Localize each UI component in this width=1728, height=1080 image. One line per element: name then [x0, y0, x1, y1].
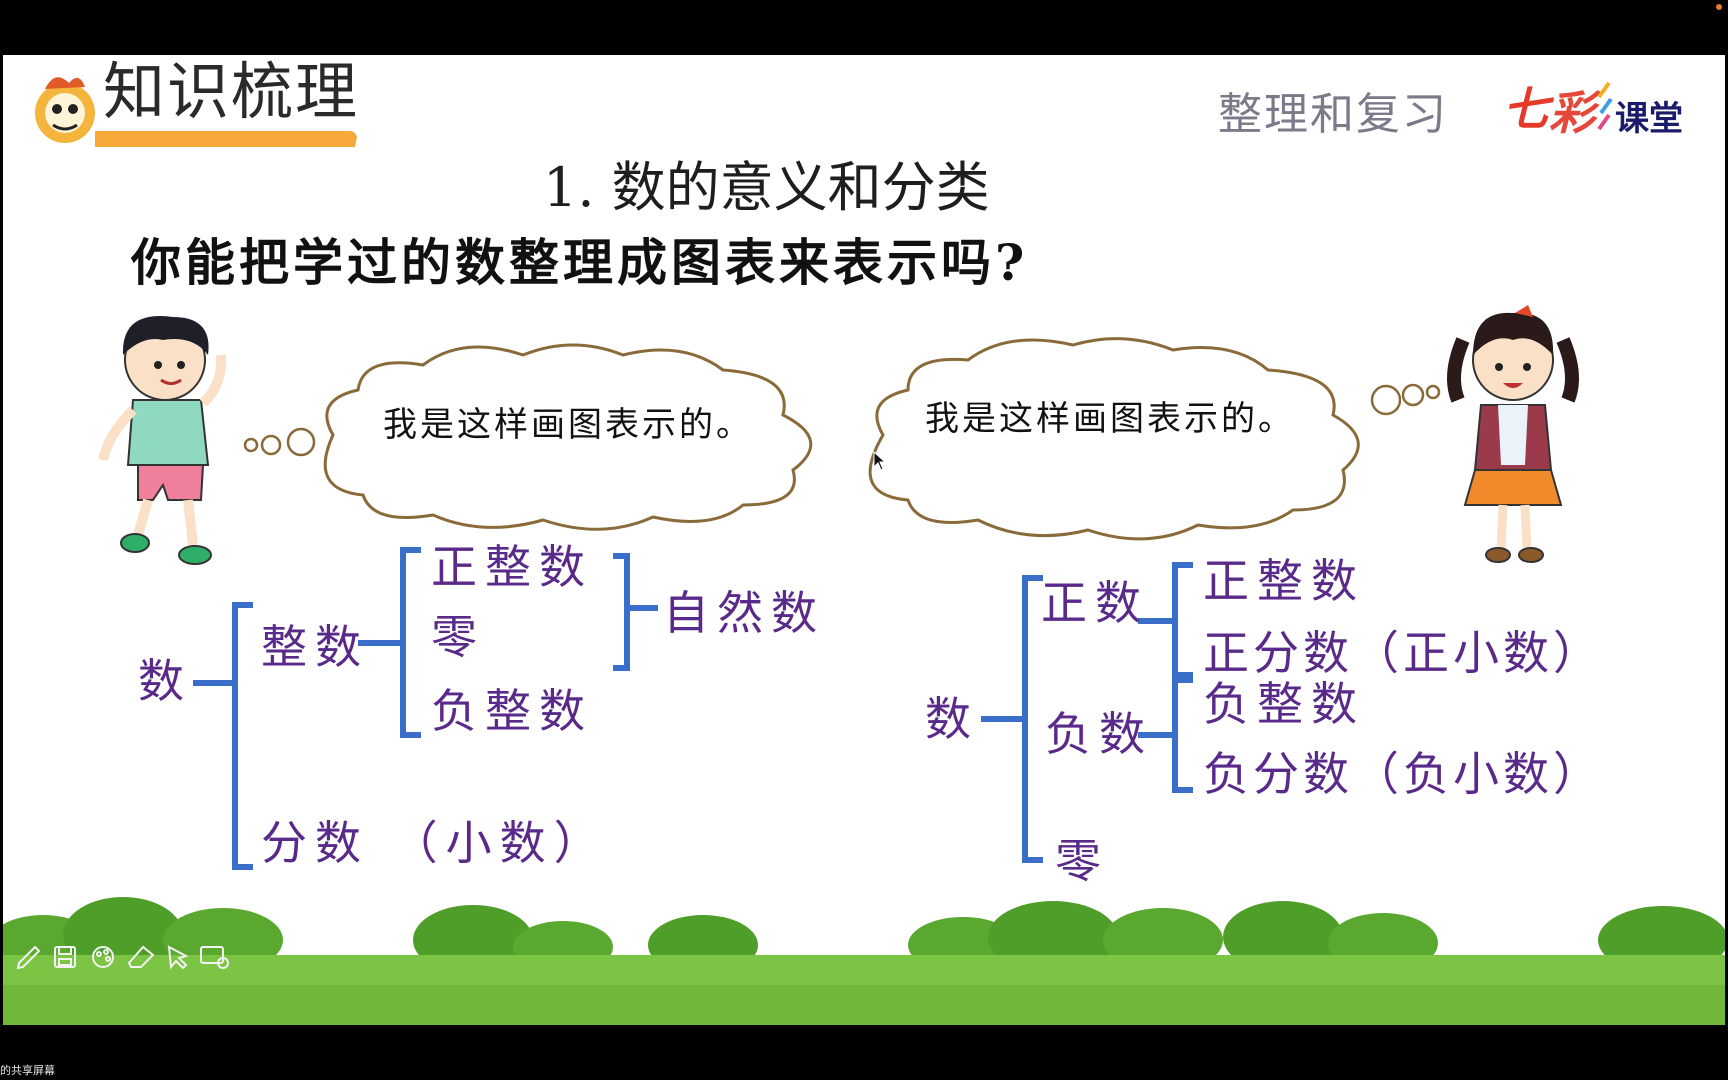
presentation-slide: 知识梳理 整理和复习 七 彩 课堂 1. 数的意义和分类 你能把学过的数整理成图…	[3, 55, 1725, 1025]
share-label: 的共享屏幕	[0, 1064, 55, 1077]
knowledge-badge-title: 知识梳理	[103, 55, 360, 128]
review-label: 整理和复习	[1218, 89, 1448, 140]
negative-integers-label: 负整数	[431, 684, 593, 738]
annotation-toolbar	[16, 945, 229, 970]
right-positive-integers-label: 正整数	[1203, 554, 1365, 608]
right-zero-label: 零	[1055, 834, 1109, 888]
slide-graphics	[3, 305, 1725, 1025]
right-cloud-text: 我是这样画图表示的。	[925, 399, 1295, 439]
save-icon[interactable]	[54, 946, 76, 968]
left-cloud-text: 我是这样画图表示的。	[383, 405, 753, 445]
eraser-icon[interactable]	[127, 945, 155, 968]
palette-icon[interactable]	[92, 946, 114, 968]
fractions-label: 分数 （小数）	[261, 816, 608, 870]
grass-border	[3, 897, 1725, 1025]
negative-label: 负数	[1045, 707, 1153, 761]
section-title: 1. 数的意义和分类	[543, 156, 990, 219]
right-thought-cloud	[868, 337, 1360, 541]
left-thought-cloud	[323, 343, 813, 531]
logo-stripes-icon	[1597, 81, 1613, 131]
left-root-label: 数	[138, 654, 192, 708]
logo-char-2: 彩	[1549, 86, 1595, 140]
zero-label: 零	[431, 610, 485, 664]
bottom-bar: 的共享屏幕	[0, 1025, 1728, 1080]
boy-illustration	[98, 316, 227, 565]
negative-fractions-label: 负分数（负小数）	[1203, 747, 1603, 801]
recording-indicator	[1716, 4, 1722, 10]
positive-fractions-label: 正分数（正小数）	[1203, 626, 1603, 680]
integers-label: 整数	[261, 620, 369, 674]
girl-illustration	[1447, 305, 1579, 563]
natural-numbers-label: 自然数	[663, 586, 825, 640]
logo-char-1: 七	[1503, 82, 1549, 136]
screen-icon[interactable]	[200, 946, 229, 969]
pointer-icon[interactable]	[167, 945, 189, 970]
pen-icon[interactable]	[16, 945, 41, 970]
right-negative-integers-label: 负整数	[1203, 677, 1365, 731]
left-tree-lines	[193, 547, 658, 870]
positive-integers-label: 正整数	[431, 540, 593, 594]
top-bar	[0, 0, 1728, 55]
knowledge-badge	[35, 77, 357, 147]
positive-label: 正数	[1041, 576, 1149, 630]
mouse-cursor-icon	[873, 451, 887, 471]
question-text: 你能把学过的数整理成图表来表示吗?	[131, 233, 1029, 292]
logo-suffix: 课堂	[1615, 99, 1683, 139]
right-root-label: 数	[925, 692, 979, 746]
right-tree-lines	[981, 562, 1193, 863]
